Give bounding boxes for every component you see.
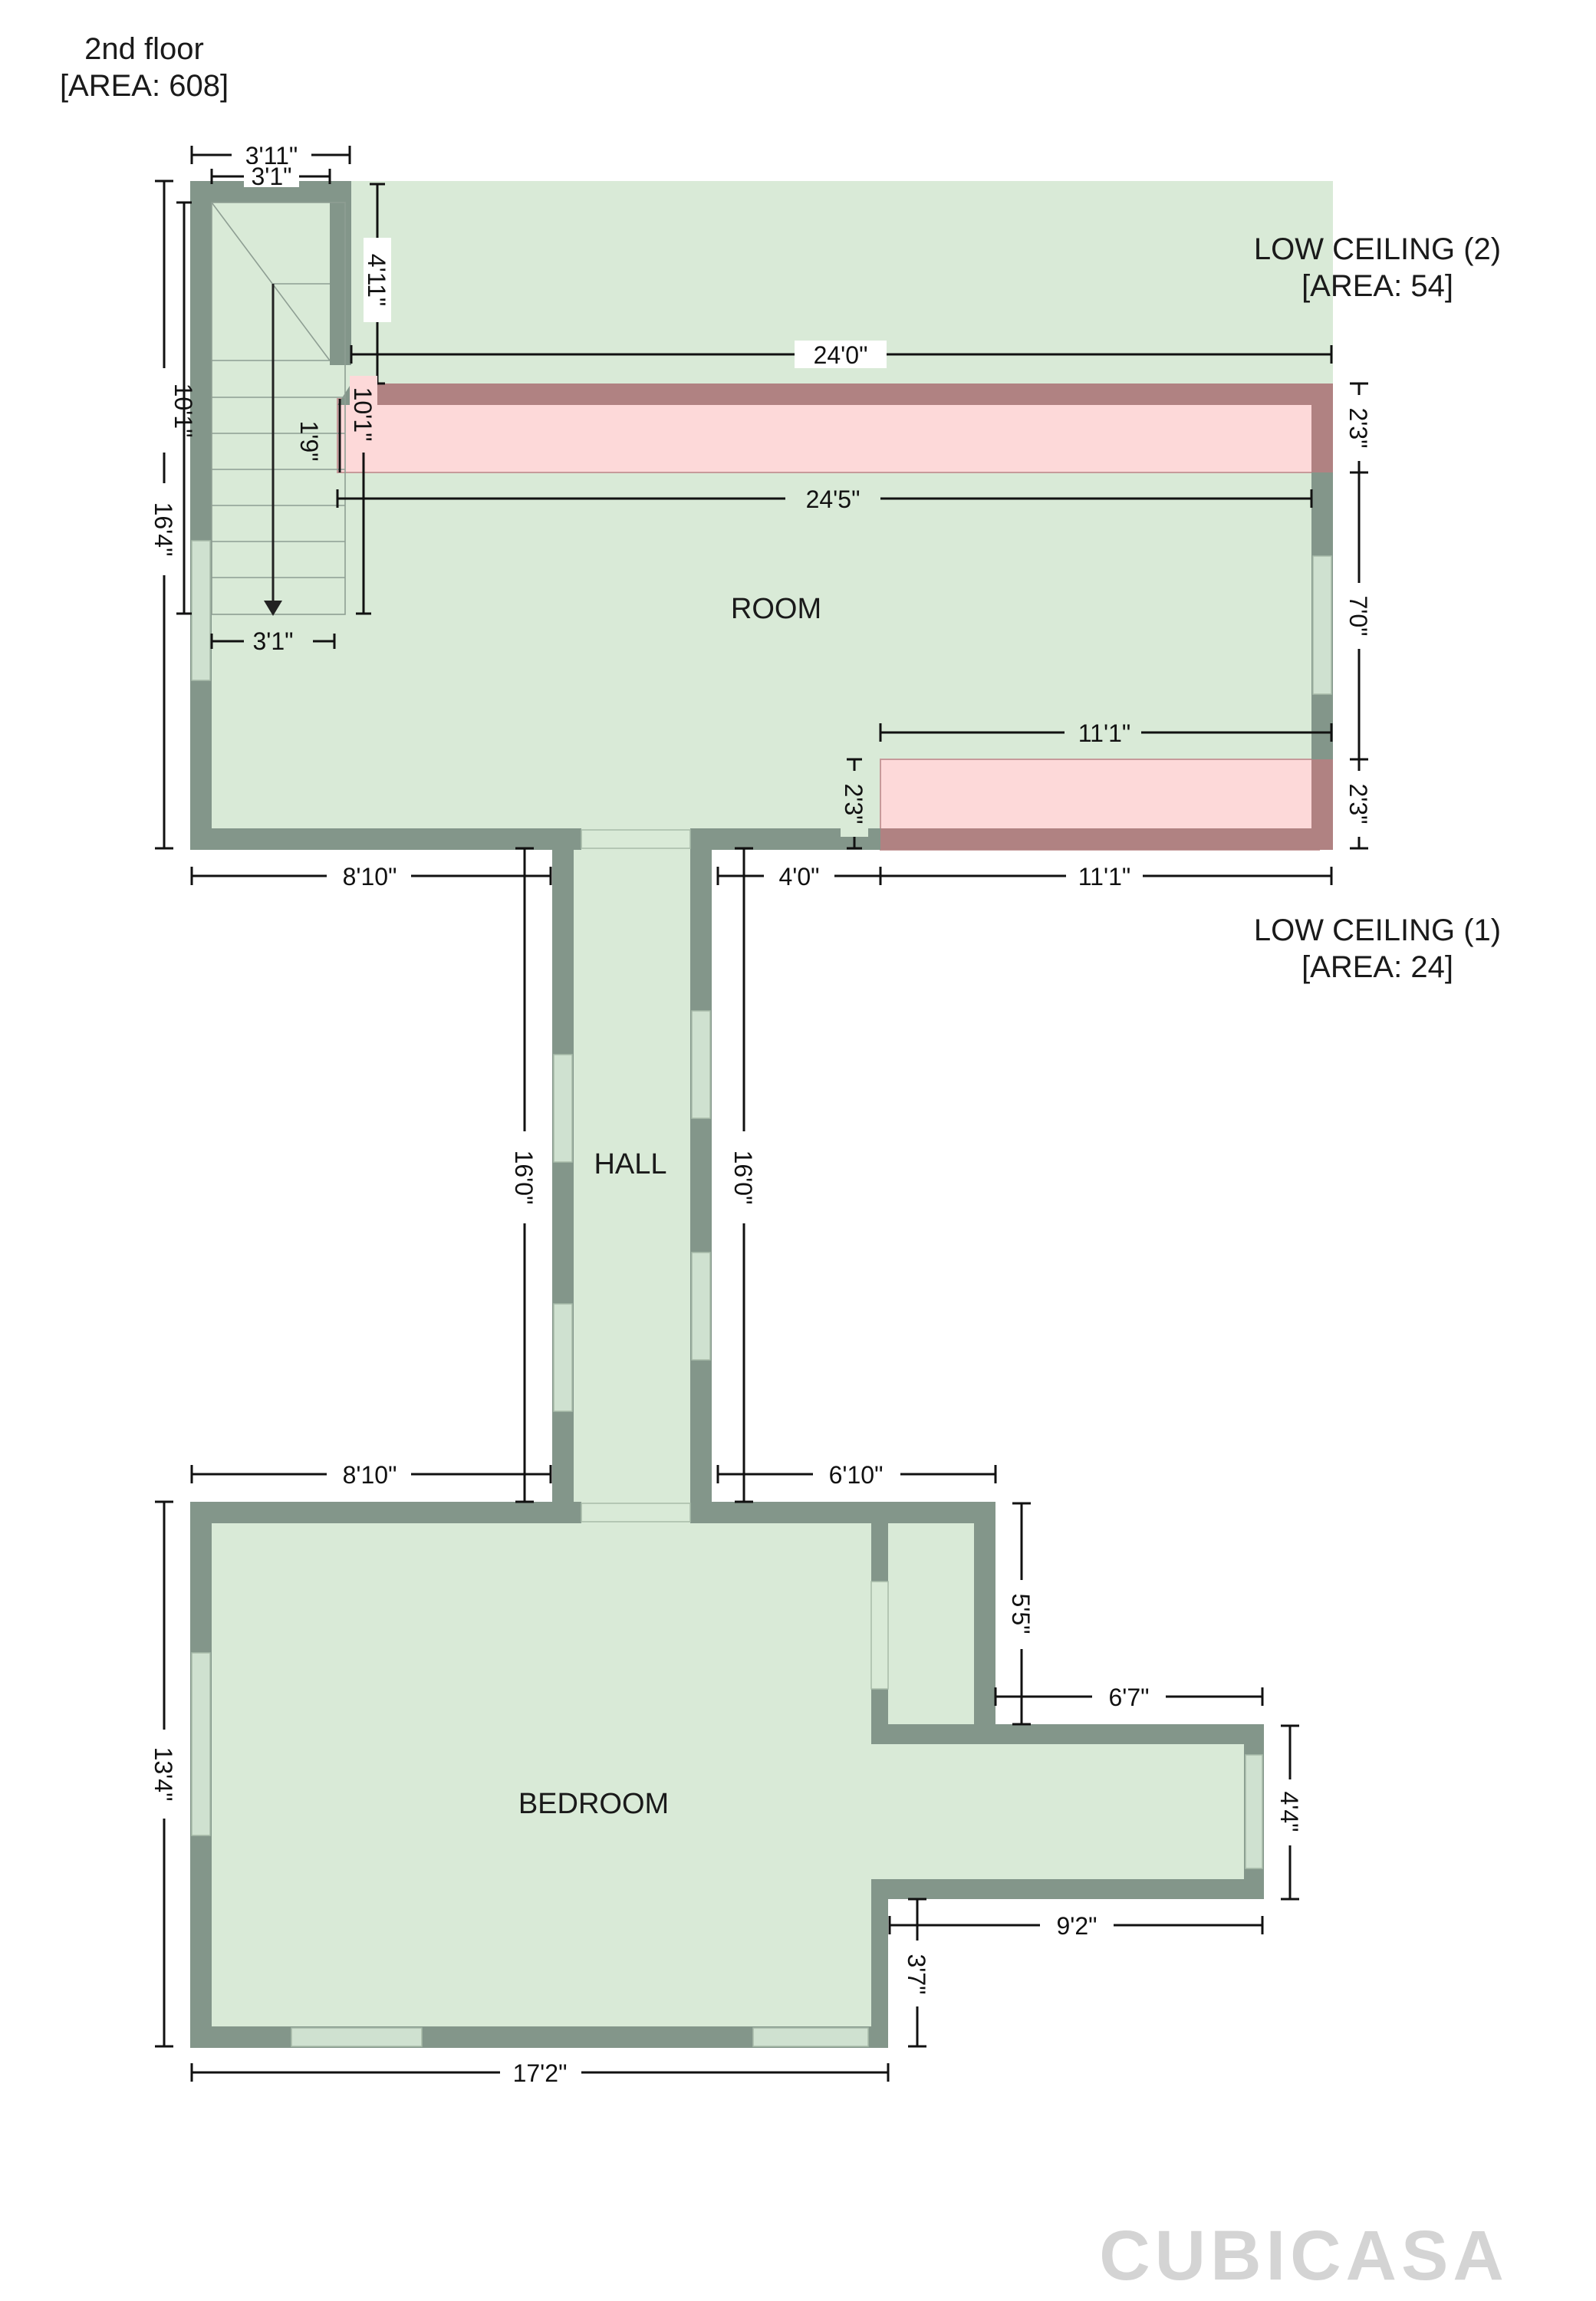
stair-outline	[211, 202, 346, 615]
wall	[880, 828, 1333, 850]
dim-room-inner-width: 24'5"	[806, 486, 861, 513]
floor-area: [AREA: 608]	[60, 69, 229, 103]
dim-closet-height: 5'5"	[1007, 1593, 1035, 1634]
wall	[871, 1879, 1264, 1899]
dim-hall-right-length: 16'0"	[729, 1150, 757, 1205]
dim-stair-inner-width-bottom: 3'1"	[252, 627, 293, 655]
dim-ext-top-width: 6'7"	[1108, 1684, 1149, 1711]
wall	[330, 181, 351, 365]
dim-low-ceiling-1-width: 11'1"	[1078, 719, 1130, 747]
wall	[190, 1502, 581, 1523]
low-ceiling-1-label: LOW CEILING (1)	[1254, 913, 1501, 947]
wall	[690, 1502, 995, 1523]
doorway	[581, 1503, 691, 1522]
low-ceiling-2-area-label: [AREA: 54]	[1301, 269, 1453, 303]
dim-stair-inner-width-top: 3'1"	[251, 163, 291, 190]
dim-bottom-left-width: 8'10"	[343, 863, 397, 890]
dim-bottom-mid-width: 4'0"	[778, 863, 819, 890]
dim-upper-notch: 4'11"	[363, 254, 390, 306]
window	[191, 540, 211, 681]
room-floor	[190, 181, 1333, 848]
low-ceiling-2-label: LOW CEILING (2)	[1254, 232, 1501, 266]
wall	[362, 384, 1333, 405]
dim-bottom-right-width: 11'1"	[1078, 863, 1130, 890]
window	[191, 1652, 211, 1836]
window	[1245, 1754, 1263, 1869]
window	[691, 1010, 711, 1119]
wall	[552, 841, 574, 1519]
floor-areas	[190, 181, 1333, 2048]
bedroom-label: BEDROOM	[518, 1788, 669, 1820]
dim-low-ceiling-1-depth: 2'3"	[840, 783, 867, 824]
wall	[1311, 384, 1333, 472]
window	[291, 2027, 423, 2047]
dim-room-top-width: 24'0"	[814, 341, 868, 369]
low-ceiling-1-area-label: [AREA: 24]	[1301, 950, 1453, 984]
wall	[974, 1724, 1264, 1744]
room-label: ROOM	[731, 593, 821, 625]
dim-right-bottom-depth: 2'3"	[1344, 783, 1372, 824]
window	[752, 2027, 869, 2047]
floor-title: 2nd floor	[84, 32, 204, 66]
hall-floor	[552, 841, 706, 1519]
dim-hall-left-length: 16'0"	[510, 1150, 538, 1205]
dim-left-total-height: 16'4"	[150, 502, 177, 557]
wall	[190, 181, 212, 848]
bedroom-extension-floor	[874, 1726, 1258, 1887]
dim-right-mid: 7'0"	[1344, 595, 1372, 636]
arrow-head-icon	[264, 601, 282, 616]
dim-bedroom-top-right: 6'10"	[829, 1461, 884, 1489]
low-ceiling-2-area	[337, 398, 1320, 473]
dim-bedroom-top-left: 8'10"	[343, 1461, 397, 1489]
window	[1312, 555, 1332, 695]
dim-ext-bottom-width: 9'2"	[1056, 1912, 1097, 1940]
window	[691, 1252, 711, 1361]
wall	[871, 1879, 888, 2048]
window	[553, 1303, 573, 1412]
dim-right-top-depth: 2'3"	[1344, 407, 1372, 448]
doorway	[870, 1581, 889, 1690]
dim-ext-height: 4'4"	[1275, 1791, 1303, 1832]
wall	[974, 1502, 995, 1736]
openings	[191, 540, 1332, 2047]
dim-bedroom-width: 17'2"	[513, 2059, 568, 2087]
closet-floor	[882, 1515, 979, 1737]
hall-label: HALL	[594, 1148, 666, 1180]
wall	[190, 828, 581, 850]
dim-stair-right-height: 10'1"	[349, 387, 377, 442]
dim-bedroom-height: 13'4"	[150, 1747, 177, 1802]
dim-stair-inner-height: 10'1"	[169, 384, 197, 438]
window	[553, 1054, 573, 1163]
bedroom-floor	[190, 1503, 888, 2048]
doorway	[581, 829, 691, 849]
wall	[690, 841, 712, 1519]
dim-ext-bottom-step: 3'7"	[903, 1954, 930, 1994]
dimension-labels: 3'11" 3'1" 10'1" 16'4" 4'11" 10'1" 1'9" …	[150, 141, 1373, 2087]
brand-logo: CUBICASA	[1099, 2217, 1509, 2295]
staircase	[211, 202, 346, 615]
dim-stair-step-gap: 1'9"	[295, 420, 323, 461]
